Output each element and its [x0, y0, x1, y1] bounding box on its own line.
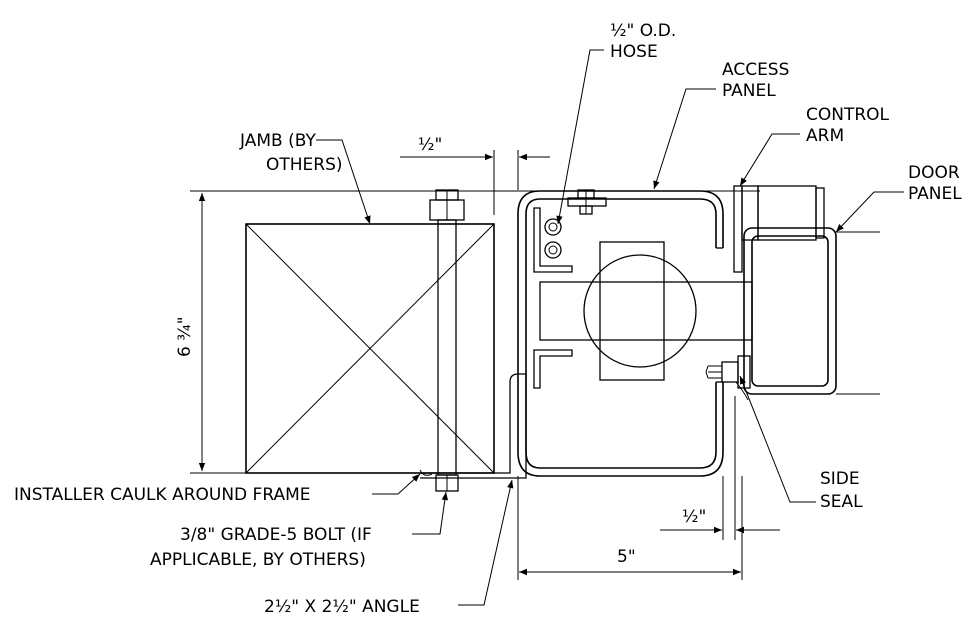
- label-side-seal: SIDE SEAL: [739, 375, 863, 512]
- dimension-right-gap: ½": [660, 507, 780, 534]
- jamb-label-line2: OTHERS): [266, 155, 343, 175]
- center-tube: [539, 241, 753, 381]
- control-arm-label-line1: CONTROL: [806, 105, 890, 125]
- dimension-height-label: 6 ¾": [175, 316, 195, 357]
- label-jamb: JAMB (BY OTHERS): [239, 131, 371, 225]
- angle-bracket: [420, 373, 527, 479]
- dimension-height: 6 ¾": [175, 193, 206, 471]
- jamb-label-line1: JAMB (BY: [239, 131, 316, 151]
- door-panel: [743, 227, 880, 395]
- access-panel-screw: [567, 189, 607, 215]
- caulk-bead: [419, 469, 433, 476]
- access-panel-label-line2: PANEL: [722, 81, 776, 101]
- door-panel-label-line2: PANEL: [908, 184, 962, 204]
- hose-label-line2: HOSE: [610, 42, 658, 62]
- label-access-panel: ACCESS PANEL: [653, 60, 789, 190]
- access-panel-label-line1: ACCESS: [722, 60, 789, 80]
- label-angle: 2½" X 2½" ANGLE: [264, 479, 514, 617]
- frame-inner-lips: [533, 207, 573, 389]
- hose-icon: [544, 218, 562, 259]
- extension-lines: [190, 150, 760, 580]
- control-arm: [733, 185, 825, 273]
- frame-profile: [517, 190, 724, 477]
- jamb-block: [245, 223, 495, 474]
- side-seal-screw: [705, 355, 751, 401]
- hose-label-line1: ½" O.D.: [610, 21, 676, 41]
- label-bolt: 3/8" GRADE-5 BOLT (IF APPLICABLE, BY OTH…: [150, 491, 449, 570]
- bolt-label-line1: 3/8" GRADE-5 BOLT (IF: [180, 525, 372, 545]
- dimension-width: 5": [519, 547, 741, 576]
- control-arm-label-line2: ARM: [806, 126, 844, 146]
- label-control-arm: CONTROL ARM: [739, 105, 890, 187]
- label-caulk: INSTALLER CAULK AROUND FRAME: [14, 473, 421, 505]
- bolt-label-line2: APPLICABLE, BY OTHERS): [150, 550, 366, 570]
- label-hose: ½" O.D. HOSE: [556, 21, 676, 225]
- bolt: [429, 189, 465, 492]
- angle-label: 2½" X 2½" ANGLE: [264, 597, 420, 617]
- side-seal-label-line1: SIDE: [820, 469, 860, 489]
- caulk-label: INSTALLER CAULK AROUND FRAME: [14, 485, 311, 505]
- door-panel-label-line1: DOOR: [908, 163, 960, 183]
- dimension-width-label: 5": [617, 547, 636, 567]
- label-door-panel: DOOR PANEL: [835, 163, 962, 233]
- side-seal-label-line2: SEAL: [820, 492, 863, 512]
- dimension-right-gap-label: ½": [682, 507, 706, 527]
- dimension-top-gap: ½": [400, 135, 550, 161]
- dimension-top-gap-label: ½": [418, 135, 442, 155]
